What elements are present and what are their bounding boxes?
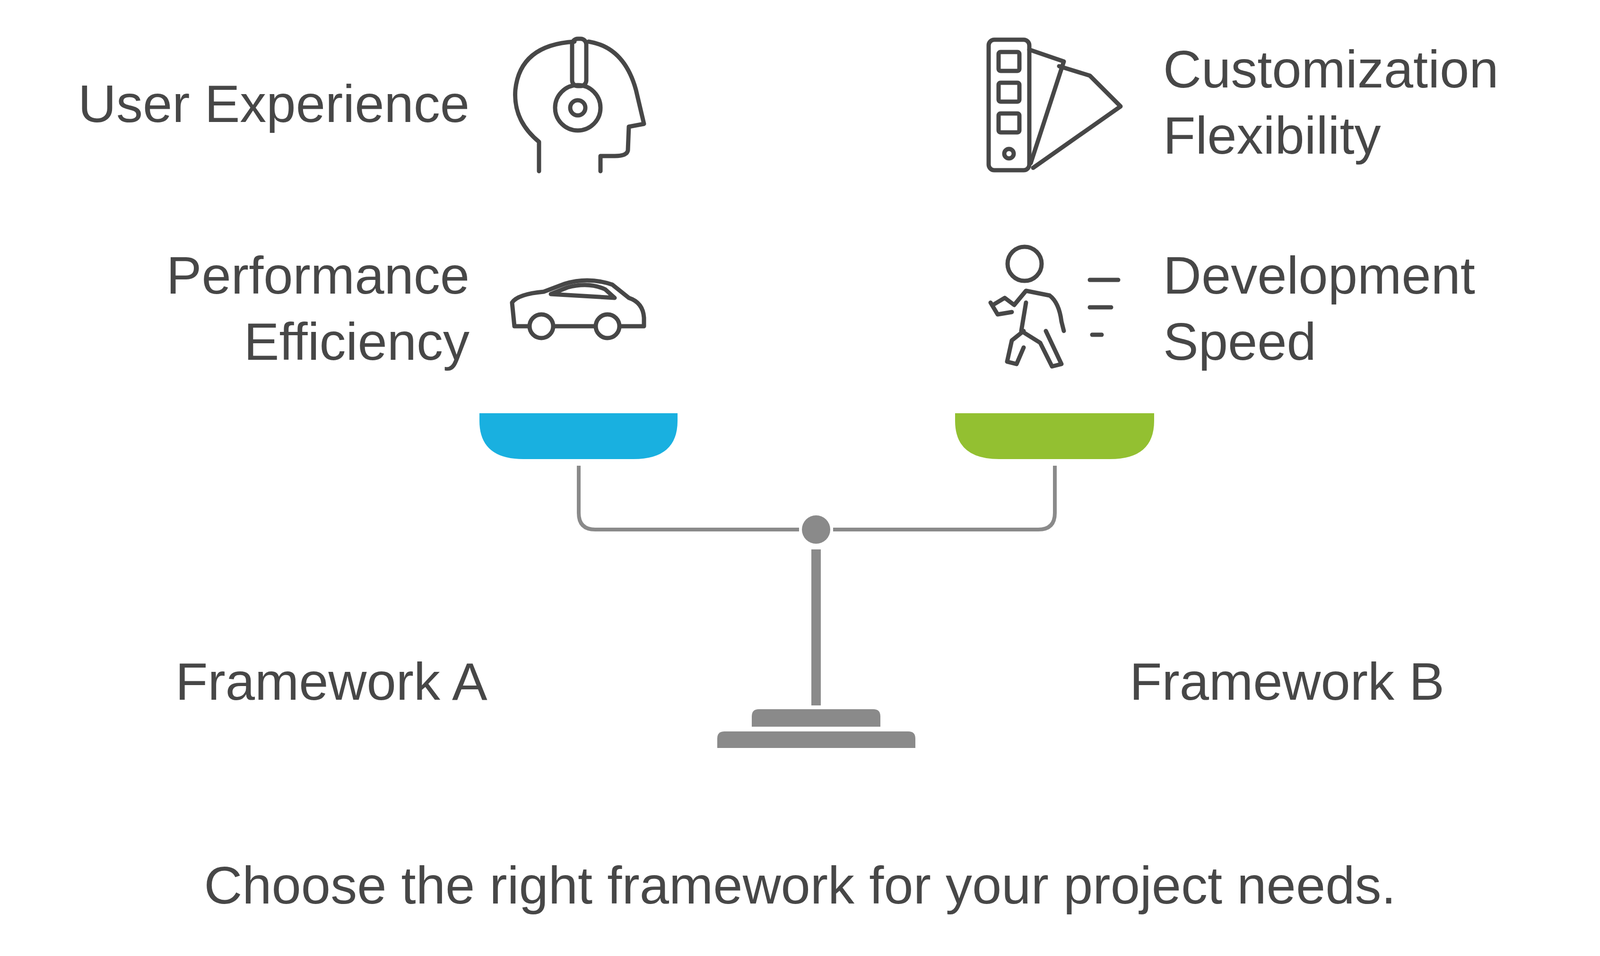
left-arm [578, 465, 800, 530]
right-pan [955, 413, 1155, 460]
label-text: Framework B [1129, 648, 1445, 715]
label-text: Customization Flexibility [1163, 36, 1551, 169]
car-icon [512, 280, 644, 339]
post [811, 549, 821, 706]
label-text: Framework A [175, 648, 488, 715]
pivot [801, 515, 831, 544]
runner-icon [990, 246, 1119, 367]
label-text: Performance Efficiency [138, 242, 470, 375]
swatch-icon [988, 39, 1121, 171]
label-text: Development Speed [1163, 242, 1551, 375]
left-pan [479, 413, 678, 460]
caption-text: Choose the right framework for your proj… [0, 852, 1600, 919]
headset-icon [515, 38, 644, 172]
right-arm [833, 465, 1055, 530]
base-bottom [717, 731, 916, 748]
label-text: User Experience [78, 70, 470, 138]
base-top [751, 709, 881, 727]
